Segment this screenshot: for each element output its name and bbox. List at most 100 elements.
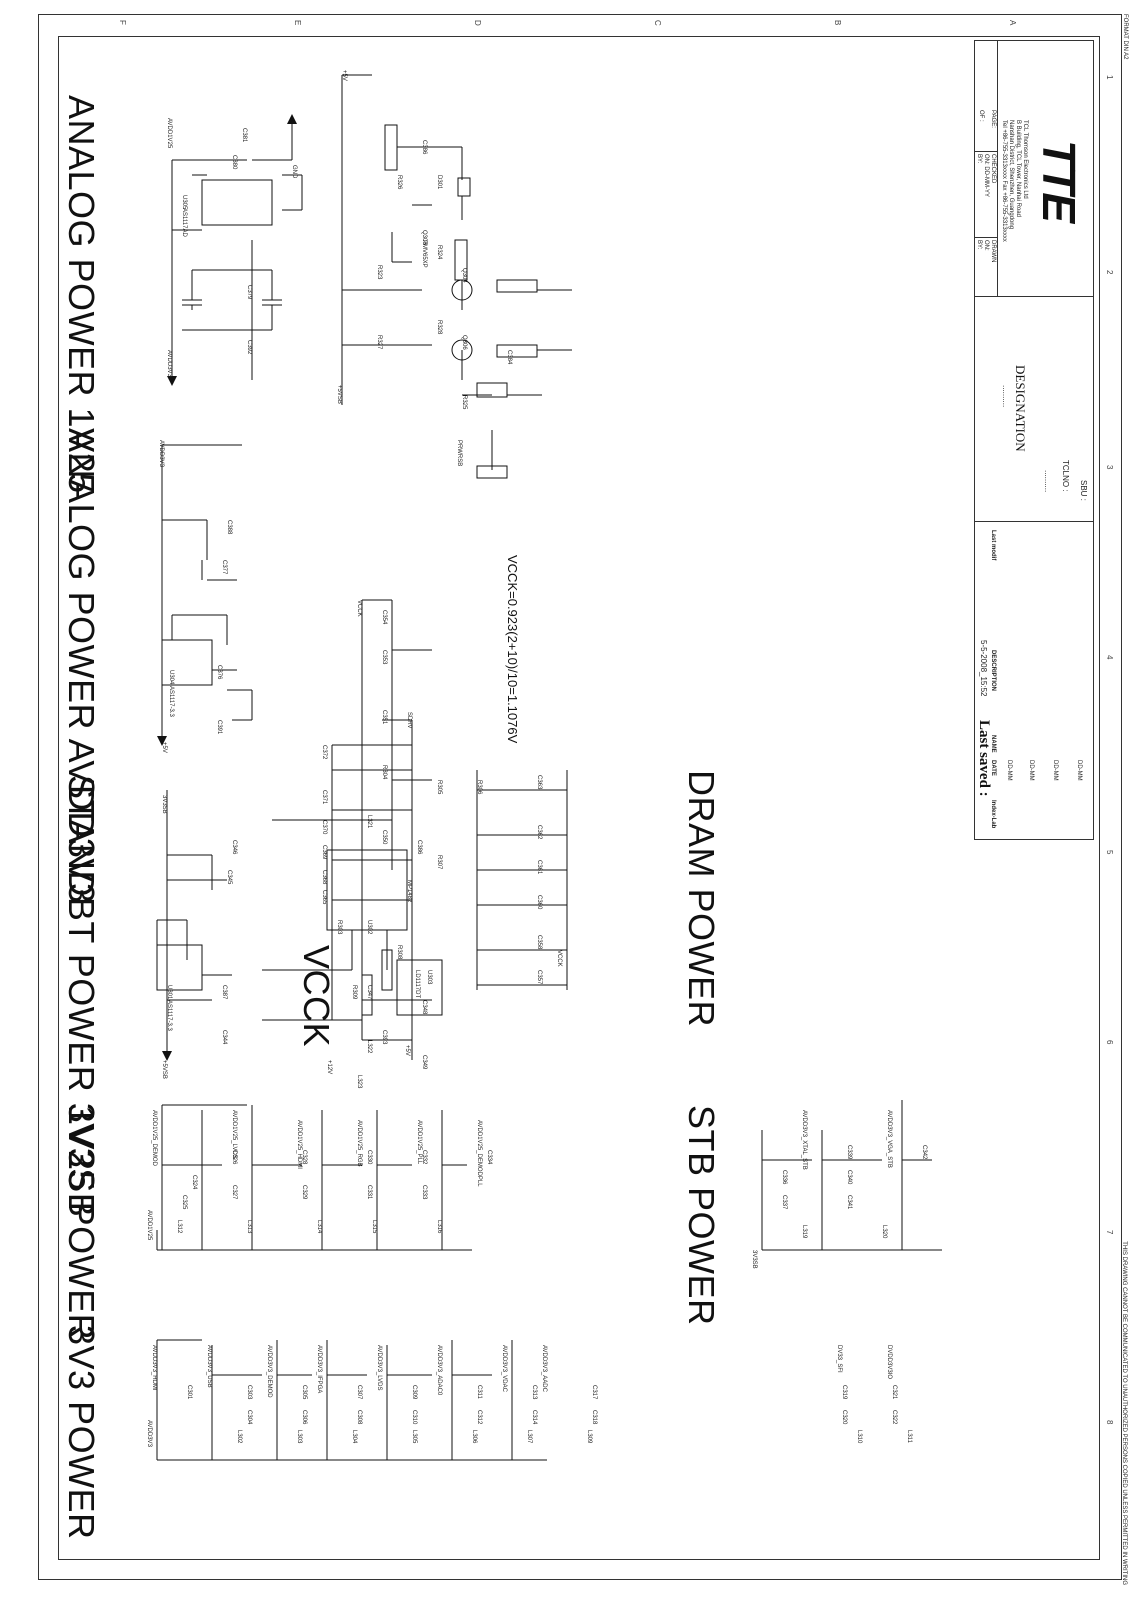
label-c344: C344 [221,1030,227,1045]
label-c333: C333 [421,1185,427,1200]
company-line-4: Tel +86-755-3313xxxx Fax +86-755-3313xxx… [1001,120,1007,242]
label-3v3sb-stb: 3V3SB [751,1250,757,1269]
company-line-3: Nanshan District, Shenzhen, Guangdong [1008,120,1014,230]
label-c319: C319 [841,1385,847,1400]
tclno-value: .......... [1043,470,1052,493]
label-r309: R309 [351,985,357,1000]
label-vcck-ladder: VCCK [556,950,562,967]
vcck-decoupling [476,770,568,990]
label-c310: C310 [411,1410,417,1425]
label-l319: L319 [801,1225,807,1239]
label-c353: C353 [381,650,387,665]
label-c384: C384 [506,350,512,365]
label-plus5v-top: +5V [341,70,347,81]
stb-rail [761,1100,942,1251]
label-c387: C387 [221,985,227,1000]
label-l312: L312 [176,1220,182,1234]
label-c350: C350 [381,830,387,845]
label-1v25-rgb: AVDD1V25_RGB [356,1120,362,1167]
rev-header-last: Last modif [990,530,996,561]
drawn-by-label: BY: [976,240,982,250]
analog-1v25-circuit [167,114,303,386]
label-q306: Q306 [461,335,467,350]
label-c369: C369 [321,845,327,860]
label-q304: Q304 [461,268,467,283]
analog-avdd3v3-circuit [157,444,253,746]
label-3v3-vdac: AVDD3V3_VDAC [501,1345,507,1392]
label-3v3sb: 3V3SB [161,795,167,814]
label-r306: R306 [476,780,482,795]
label-c363: C363 [536,775,542,790]
label-c322: C322 [891,1410,897,1425]
last-saved-label: Last saved : [976,720,992,797]
label-c305: C305 [301,1385,307,1400]
label-3v3-ifpga: AVDD3V3_IFPGA [316,1345,322,1394]
label-q305-part: PMV65XP [421,240,427,268]
label-sdrv: SDRV [406,712,412,729]
vcck-circuit [341,74,572,479]
label-c354: C354 [381,610,387,625]
label-c360: C360 [536,895,542,910]
label-c308: C308 [356,1410,362,1425]
label-l309: L309 [586,1430,592,1444]
label-u302: U302 [366,920,372,935]
label-l303: L303 [296,1430,302,1444]
sbu-label: SBU : [1079,480,1088,501]
label-c332: C332 [421,1150,427,1165]
tclno-label: TCLNO : [1061,460,1070,492]
standby-circuit [156,790,232,1061]
label-1v25-demodpll: AVDD1V25_DEMODPLL [476,1120,482,1187]
designation-value: .......... [1001,385,1010,408]
label-l313: L313 [246,1220,252,1234]
label-c370: C370 [321,820,327,835]
label-3v3-demod: AVDD3V3_DEMOD [266,1345,272,1398]
label-avdd3v3-rail: AVDD3V3 [146,1420,152,1447]
label-c358: C358 [536,935,542,950]
rev-row-3-date: DD-MM [1028,760,1034,781]
drawn-on-label: ON: [983,240,989,251]
company-line-2: B Building, TCL Tower, Nanhai Road [1015,120,1021,217]
label-3v3-usb: AVDD3V3_USB [206,1345,212,1388]
label-c314: C314 [531,1410,537,1425]
label-plus5v-dram: +5V [404,1045,410,1056]
label-c327: C327 [231,1185,237,1200]
label-c320: C320 [841,1410,847,1425]
label-u305-part: AS1117AD [181,208,187,237]
label-c393: C393 [381,1030,387,1045]
label-c301: C301 [186,1385,192,1400]
rev-row-4-date: DD-MM [1006,760,1012,781]
page-cell [974,40,998,152]
label-c349: C349 [421,1055,427,1070]
label-u304: U304 [168,670,174,685]
label-r308: R308 [396,945,402,960]
label-c303: C303 [246,1385,252,1400]
label-c381: C381 [241,128,247,143]
label-3v3-aadc: AVDD3V3_AADC [541,1345,547,1392]
buck-circuit [262,599,432,1041]
label-c351: C351 [381,710,387,725]
label-c309: C309 [411,1385,417,1400]
label-l316: L316 [436,1220,442,1234]
label-r325: R325 [461,395,467,410]
label-c328: C328 [301,1150,307,1165]
label-c337: C337 [781,1195,787,1210]
drawn-label: DRAWN [990,240,996,263]
label-c376: C376 [216,665,222,680]
label-c388: C388 [226,520,232,535]
label-u301: U301 [166,985,172,1000]
label-r307: R307 [436,855,442,870]
designation-block [974,296,1094,523]
label-l315: L315 [371,1220,377,1234]
label-plus5v: +5V [161,742,167,753]
page-label: PAGE: [990,110,996,128]
label-c372: C372 [321,745,327,760]
label-c304: C304 [246,1410,252,1425]
label-u301-part: AS1117-3.3 [166,1000,172,1031]
label-l320: L320 [881,1225,887,1239]
label-r303: R303 [336,920,342,935]
label-c386: C386 [421,140,427,155]
label-avdd1v25-rail: AVDD1V25 [146,1210,152,1241]
checked-label: CHECKED [990,154,996,184]
